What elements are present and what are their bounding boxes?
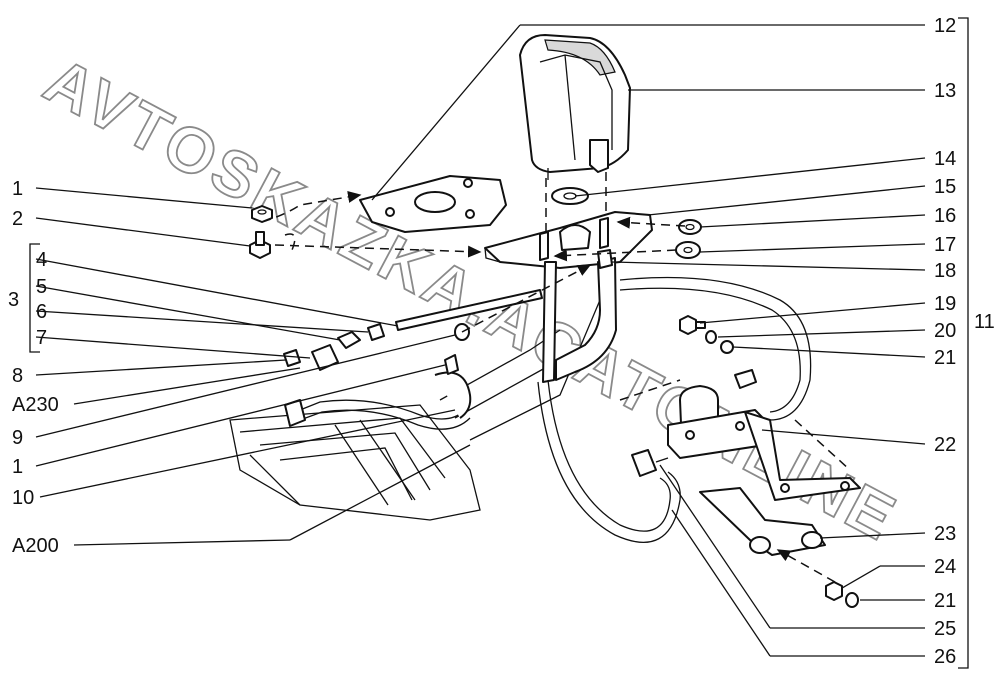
callout-1b: 1 xyxy=(12,456,23,478)
callout-1: 1 xyxy=(12,178,23,200)
leader-lines xyxy=(29,17,969,669)
callout-11: 11 xyxy=(974,311,995,333)
callout-4: 4 xyxy=(36,249,47,271)
callout-17: 17 xyxy=(934,234,956,256)
callout-9: 9 xyxy=(12,427,23,449)
callout-19: 19 xyxy=(934,293,956,315)
reservoir-tank xyxy=(519,34,631,180)
callout-23: 23 xyxy=(934,523,956,545)
bolt-2 xyxy=(249,231,271,259)
upper-bracket xyxy=(359,175,507,233)
callout-5: 5 xyxy=(36,276,47,298)
callout-21: 21 xyxy=(934,347,956,369)
assembly-paths xyxy=(261,172,851,583)
bracket-23 xyxy=(699,487,826,556)
callout-7: 7 xyxy=(36,327,47,349)
callout-21b: 21 xyxy=(934,590,956,612)
pin-18 xyxy=(597,249,613,269)
hose-8-connector xyxy=(283,323,385,371)
support-strap xyxy=(542,257,617,383)
callout-20: 20 xyxy=(934,320,956,342)
washer-21 xyxy=(720,340,734,354)
level-sensor-22 xyxy=(667,369,861,501)
long-hose-top xyxy=(619,276,812,421)
washer-21b xyxy=(845,592,859,608)
callout-labels: 1 2 3 4 5 6 7 8 A230 9 1 10 A200 12 13 1… xyxy=(8,15,995,668)
callout-12: 12 xyxy=(934,15,956,37)
hose-10 xyxy=(284,354,472,430)
callout-15: 15 xyxy=(934,176,956,198)
callout-3: 3 xyxy=(8,289,19,311)
long-hose-loop xyxy=(537,379,681,543)
callout-24: 24 xyxy=(934,556,956,578)
callout-a200: A200 xyxy=(12,535,59,557)
nut-24 xyxy=(825,581,843,601)
callout-26: 26 xyxy=(934,646,956,668)
callout-6: 6 xyxy=(36,301,47,323)
hose-4 xyxy=(395,289,543,331)
callout-a230: A230 xyxy=(12,394,59,416)
rubber-bushing-17 xyxy=(675,241,701,259)
callout-18: 18 xyxy=(934,260,956,282)
washer-20 xyxy=(705,330,717,344)
rubber-bushing-16 xyxy=(678,219,702,235)
callout-25: 25 xyxy=(934,618,956,640)
callout-14: 14 xyxy=(934,148,956,170)
bolt-19 xyxy=(679,315,706,335)
callout-22: 22 xyxy=(934,434,956,456)
callout-10: 10 xyxy=(12,487,34,509)
callout-13: 13 xyxy=(934,80,956,102)
callout-8: 8 xyxy=(12,365,23,387)
connector-25 xyxy=(631,449,669,477)
callout-2: 2 xyxy=(12,208,23,230)
nut-1 xyxy=(251,205,273,223)
callout-16: 16 xyxy=(934,205,956,227)
